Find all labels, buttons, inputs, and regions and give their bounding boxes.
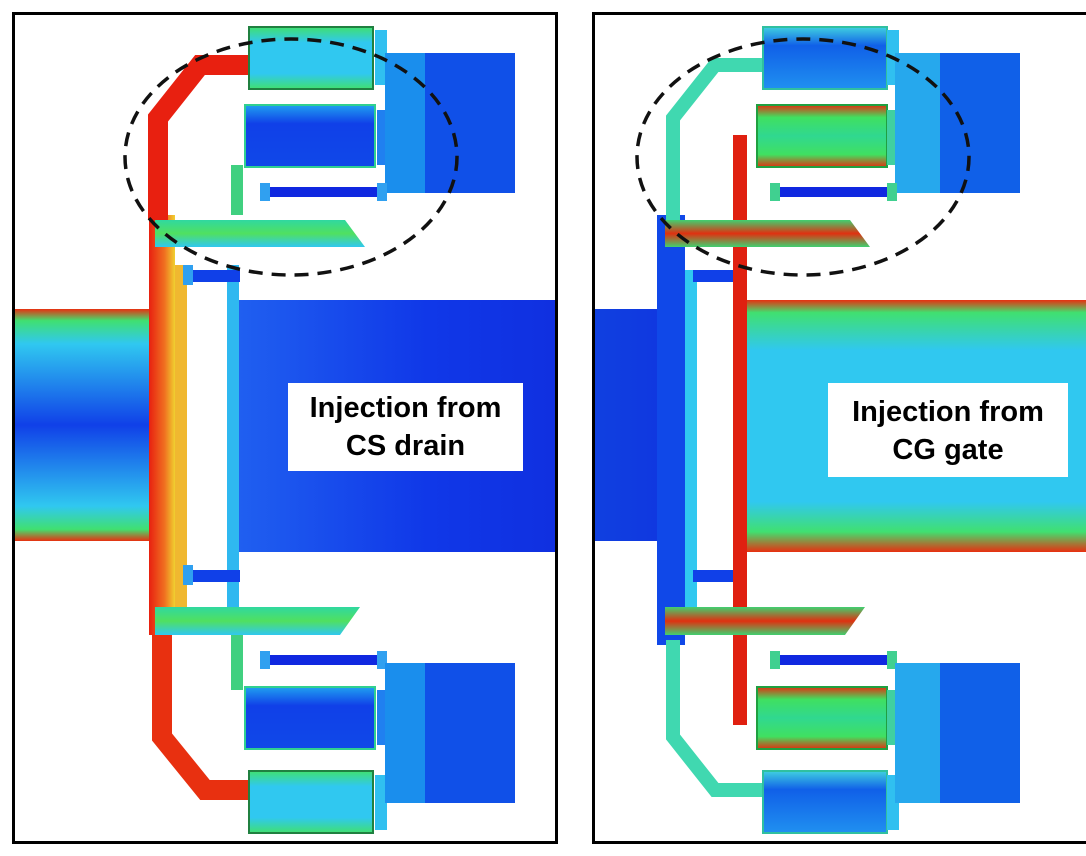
top-line bbox=[666, 58, 765, 225]
bottom-capacitor-1 bbox=[244, 686, 376, 750]
bottom-line bbox=[666, 640, 765, 797]
injection-label: Injection from CG gate bbox=[828, 383, 1068, 477]
top-stub bbox=[665, 220, 870, 247]
panel-cg-gate-injection: Injection from CG gate bbox=[592, 12, 1086, 844]
top-red-line bbox=[148, 55, 253, 220]
bottom-thin-line bbox=[773, 655, 893, 665]
bottom-red-line bbox=[152, 635, 253, 800]
left-feed-trace bbox=[657, 215, 685, 645]
injection-label: Injection from CS drain bbox=[288, 383, 523, 471]
left-feed-trace bbox=[149, 215, 175, 635]
bottom-stub bbox=[155, 607, 360, 635]
bottom-capacitor-2 bbox=[762, 770, 888, 834]
top-capacitor-1 bbox=[762, 26, 888, 90]
inner-feed-trace bbox=[175, 265, 187, 620]
top-capacitor-1 bbox=[248, 26, 374, 90]
top-stub bbox=[155, 220, 365, 247]
bottom-capacitor-1 bbox=[756, 686, 888, 750]
top-capacitor-2 bbox=[244, 104, 376, 168]
top-capacitor-2 bbox=[756, 104, 888, 168]
panel-cs-drain-injection: Injection from CS drain bbox=[12, 12, 558, 844]
label-line-2: CS drain bbox=[345, 430, 466, 462]
label-line-1: Injection from bbox=[309, 392, 502, 424]
bottom-capacitor-2 bbox=[248, 770, 374, 834]
right-feed-trace bbox=[227, 265, 239, 620]
highlight-ellipse bbox=[123, 37, 459, 277]
label-line-1: Injection from bbox=[852, 396, 1044, 428]
label-line-2: CG gate bbox=[892, 434, 1004, 466]
highlight-ellipse bbox=[635, 37, 971, 277]
top-thin-line bbox=[263, 187, 383, 197]
input-port-strip bbox=[15, 309, 175, 541]
red-gate-trace bbox=[733, 135, 747, 725]
bottom-stub bbox=[665, 607, 865, 635]
bottom-thin-line bbox=[263, 655, 383, 665]
top-thin-line bbox=[773, 187, 893, 197]
input-port-strip bbox=[595, 309, 657, 541]
